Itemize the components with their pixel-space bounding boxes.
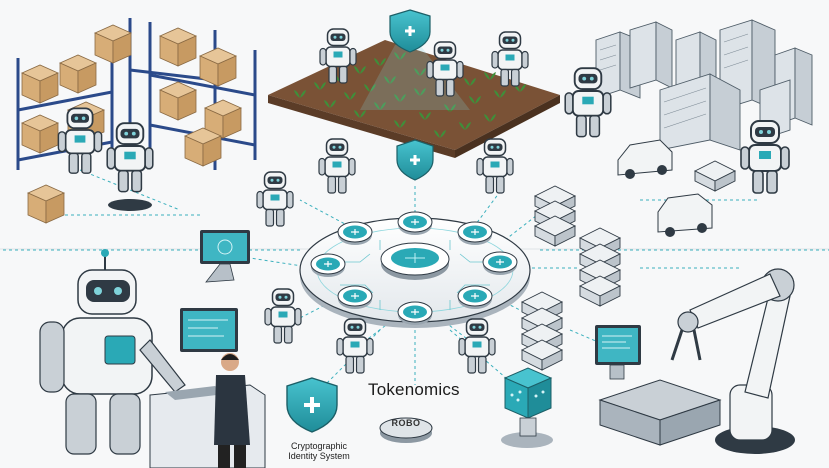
identity-system-label: Cryptographic Identity System: [264, 441, 374, 461]
blockchain-cube: [501, 368, 553, 448]
monitor-icon: [595, 325, 641, 379]
identity-line-1: Cryptographic: [264, 441, 374, 451]
monitor-icon: [200, 230, 250, 282]
robot-icon: [477, 139, 513, 193]
robot-icon: [265, 289, 301, 343]
workstation: [150, 308, 265, 468]
shield-icon: [397, 140, 433, 180]
building-icon: [565, 20, 812, 193]
robot-icon: [337, 319, 373, 373]
shield-icon: [287, 378, 337, 432]
tokenomics-hub: [300, 212, 530, 328]
identity-line-2: Identity System: [264, 451, 374, 461]
car-icon: [618, 140, 712, 237]
warehouse-shelf-icon: [18, 18, 255, 223]
robot-icon: [319, 139, 355, 193]
robot-icon: [459, 319, 495, 373]
tokenomics-label: Tokenomics: [368, 380, 460, 400]
robot-icon: [257, 172, 293, 226]
coin-label: ROBO: [387, 418, 425, 428]
